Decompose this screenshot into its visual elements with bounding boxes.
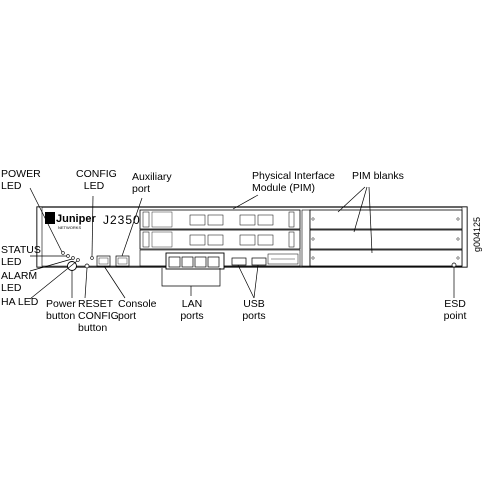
pim-blank (309, 209, 463, 230)
esd-point (451, 262, 457, 268)
label-lan-ports: LAN ports (180, 298, 204, 322)
config-led (90, 256, 94, 260)
reset-config-button[interactable] (84, 263, 90, 269)
console-port[interactable] (96, 255, 111, 267)
label-alarm-led: ALARM LED (1, 270, 38, 294)
callout-lines (29, 186, 455, 300)
auxiliary-port[interactable] (115, 255, 130, 267)
pim-blank (309, 249, 463, 267)
label-pim: Physical Interface Module (PIM) (252, 170, 335, 194)
label-power-led: POWER LED (1, 168, 41, 192)
usb-ports[interactable] (231, 257, 267, 266)
label-auxiliary-port: Auxiliary port (132, 171, 172, 195)
label-config-led: CONFIG LED (76, 168, 117, 192)
label-status-led: STATUS LED (1, 244, 41, 268)
label-power-button: Power button (46, 298, 76, 322)
label-esd-point: ESD point (443, 298, 467, 322)
svg-text:NETWORKS: NETWORKS (58, 225, 81, 230)
status-led-cluster (61, 251, 80, 262)
figure-id: g004125 (472, 216, 482, 252)
power-led (61, 251, 65, 255)
ha-led (76, 258, 80, 262)
pim-slots (139, 209, 463, 267)
alarm-led (71, 256, 75, 260)
label-pim-blanks: PIM blanks (352, 170, 404, 182)
label-usb-ports: USB ports (242, 298, 266, 322)
lan-ports[interactable] (165, 252, 225, 270)
juniper-logo: Juniper NETWORKS (45, 212, 96, 230)
label-ha-led: HA LED (1, 296, 39, 308)
status-led (66, 254, 70, 258)
label-console-port: Console port (118, 298, 157, 322)
model-name: J2350 (103, 213, 141, 227)
label-reset-config-button: RESET CONFIG button (78, 298, 119, 334)
pim-blank (309, 229, 463, 250)
svg-text:Juniper: Juniper (56, 213, 96, 225)
